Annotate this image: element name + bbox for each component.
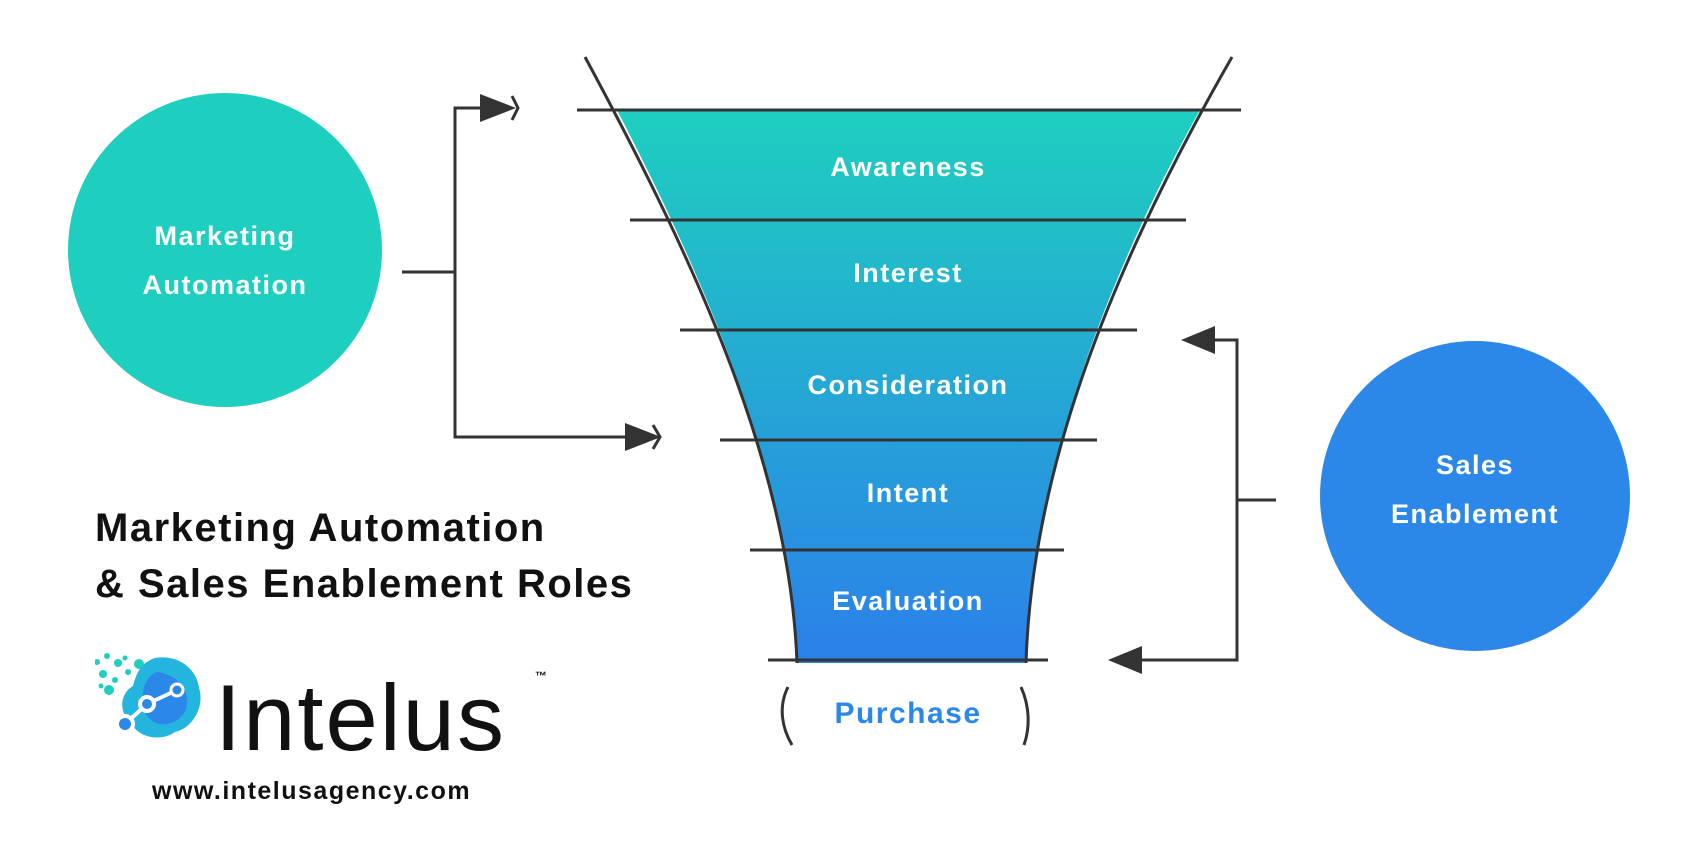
marketing-automation-circle: Marketing Automation [68,93,382,407]
intelus-logo: Intelus ™ [95,653,547,770]
sales-enablement-label-line1: Sales [1436,450,1514,480]
sales-enablement-circle: Sales Enablement [1320,341,1630,651]
sales-enablement-label-line2: Enablement [1391,499,1559,529]
stage-evaluation: Evaluation [832,586,984,616]
purchase-right-bracket [1019,686,1030,746]
arrow-left-icon [1181,326,1215,354]
funnel-right-edge [1024,56,1234,664]
infographic-title: Marketing Automation & Sales Enablement … [95,500,633,612]
purchase-left-bracket [780,686,794,746]
stage-consideration: Consideration [807,370,1008,400]
stage-purchase: Purchase [834,697,981,730]
intelus-wordmark: Intelus [215,665,506,770]
connector-line-lower [453,272,650,439]
arrow-left-icon [1108,646,1142,674]
arrowhead-right-icon [510,95,520,121]
title-line-1: Marketing Automation [95,506,546,550]
arrow-right-icon [480,94,516,122]
stage-awareness: Awareness [830,152,986,182]
marketing-automation-label-line1: Marketing [154,221,295,251]
stage-intent: Intent [867,478,950,508]
funnel-dividers [577,108,1241,662]
funnel-outline [583,56,1234,746]
arrow-right-icon [625,423,661,451]
sales-enablement-circle-shape [1320,341,1630,651]
intelus-logo-mark-icon [95,653,201,738]
website-url[interactable]: www.intelusagency.com [152,777,472,805]
stage-interest: Interest [853,258,963,288]
marketing-automation-circle-shape [68,93,382,407]
trademark-symbol: ™ [535,669,547,683]
marketing-automation-label-line2: Automation [143,270,308,300]
marketing-automation-connector [402,95,662,450]
funnel-left-edge [583,56,799,664]
funnel-body [617,110,1200,663]
connector-line-lower-right [1140,500,1239,662]
connector-line-upper [402,106,510,274]
title-line-2: & Sales Enablement Roles [95,562,634,606]
sales-enablement-connector [1140,338,1276,662]
connector-line-upper-right [1210,338,1276,502]
